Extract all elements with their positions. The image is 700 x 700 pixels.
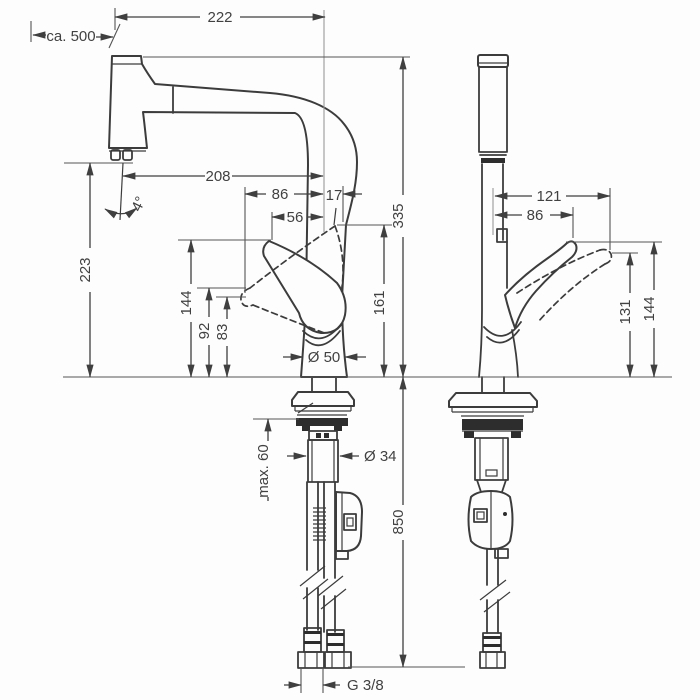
body-dome-front-2 bbox=[486, 329, 520, 344]
hose-front bbox=[486, 548, 499, 634]
dim-front-131: 131 bbox=[617, 299, 634, 324]
weight-tab bbox=[335, 550, 349, 560]
dim-height-outlet: 223 bbox=[77, 257, 94, 282]
handle-front-open-dashed bbox=[516, 248, 613, 323]
front-base-and-shank bbox=[448, 376, 538, 669]
aerator-pad-right bbox=[122, 149, 133, 161]
outlet-notch-front bbox=[496, 228, 508, 243]
hose-braid-ribs bbox=[313, 507, 326, 541]
spray-stream-line bbox=[119, 162, 124, 221]
dim-hose-850: 850 bbox=[390, 509, 407, 534]
shank-side bbox=[307, 439, 339, 483]
side-base-and-shank bbox=[291, 376, 355, 483]
hose-break-front bbox=[479, 579, 511, 613]
dim-angle: 4° bbox=[128, 194, 150, 214]
dim-dia-body: Ø 50 bbox=[308, 349, 341, 366]
clip-lever bbox=[297, 402, 314, 414]
escutcheon-side bbox=[291, 391, 355, 407]
spout-outlet-face bbox=[333, 207, 337, 226]
angle-arc bbox=[104, 207, 138, 219]
dim-front-144: 144 bbox=[641, 296, 658, 321]
shank-front bbox=[474, 437, 509, 481]
dim-width-total: 222 bbox=[207, 9, 232, 26]
mounting-bracket bbox=[308, 430, 338, 441]
spout-column-front bbox=[478, 66, 508, 156]
gasket-side bbox=[296, 418, 348, 426]
dim-side-144: 144 bbox=[178, 290, 195, 315]
body-dome-arc-1 bbox=[302, 322, 343, 340]
dim-front-86: 86 bbox=[527, 207, 544, 224]
body-dome-front-1 bbox=[483, 321, 522, 337]
connector-right bbox=[324, 629, 352, 669]
connector-left bbox=[297, 627, 325, 669]
dim-side-83: 83 bbox=[214, 324, 231, 341]
dim-side-17: 17 bbox=[326, 187, 343, 204]
connector-front bbox=[479, 632, 506, 669]
supply-hoses-side bbox=[297, 481, 363, 669]
dim-thread: G 3/8 bbox=[347, 677, 384, 694]
body-dome-arc-2 bbox=[305, 330, 341, 347]
front-view bbox=[448, 54, 613, 669]
barrel-tab bbox=[494, 548, 509, 559]
dim-side-92: 92 bbox=[196, 323, 213, 340]
aerator-pad-left bbox=[110, 149, 121, 161]
handle-front-closed bbox=[504, 240, 578, 329]
spout-cap-front bbox=[477, 54, 509, 68]
gasket-front bbox=[462, 419, 523, 430]
dim-side-56: 56 bbox=[287, 209, 304, 226]
dim-front-121: 121 bbox=[536, 188, 561, 205]
aerator-front bbox=[481, 158, 505, 163]
escutcheon-front bbox=[448, 392, 538, 408]
hose-break-marks bbox=[299, 565, 347, 610]
dim-height-total: 335 bbox=[390, 203, 407, 228]
dim-dia-shank: Ø 34 bbox=[364, 448, 397, 465]
dim-depth-max: max. 60 bbox=[255, 444, 272, 497]
dimensions: ca. 500 222 208 86 17 56 335 223 144 bbox=[30, 8, 672, 694]
dim-height-161: 161 bbox=[371, 290, 388, 315]
dim-hose-extension: ca. 500 bbox=[46, 28, 95, 45]
dim-side-86: 86 bbox=[272, 186, 289, 203]
dim-reach: 208 bbox=[205, 168, 230, 185]
hose-weight-block bbox=[335, 491, 363, 552]
